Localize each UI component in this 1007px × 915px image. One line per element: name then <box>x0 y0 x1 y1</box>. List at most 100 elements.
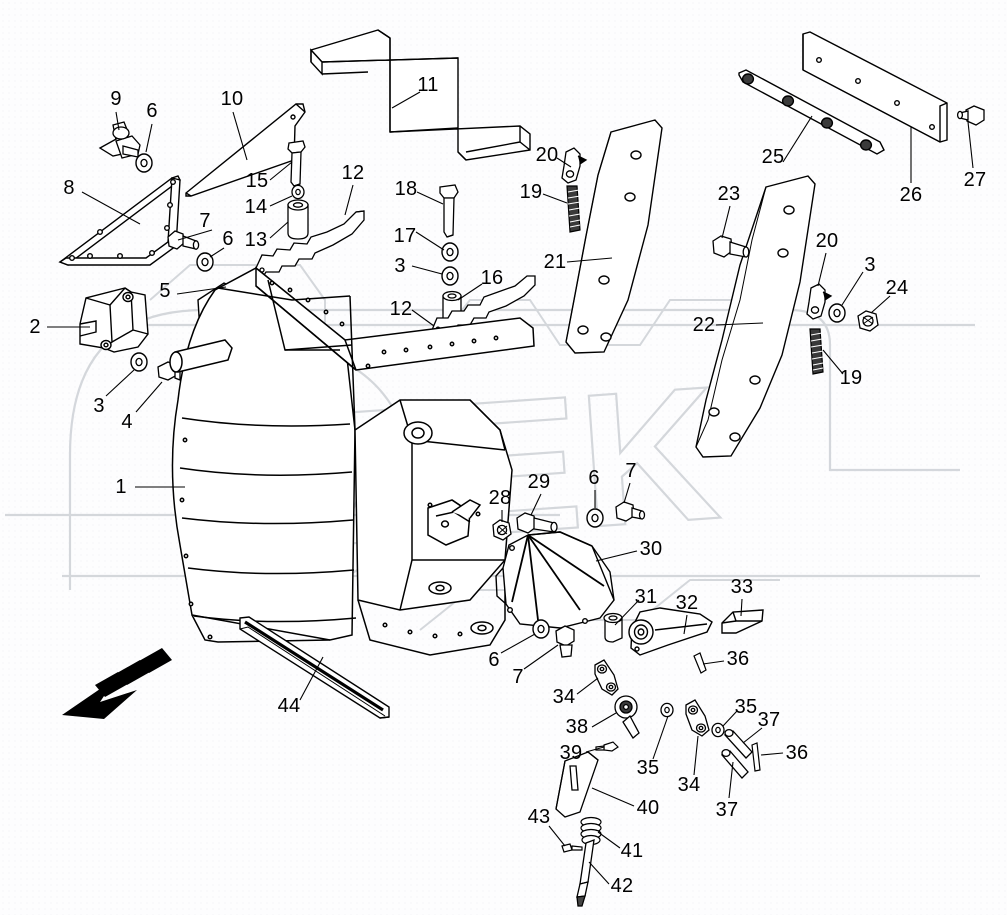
part-34-link-plate-upper <box>594 659 619 696</box>
part-42-plunger-rod <box>576 839 595 907</box>
callout-number-15: 15 <box>245 170 269 192</box>
callout-number-40: 40 <box>636 797 660 819</box>
callout-number-8: 8 <box>63 177 75 199</box>
part-22-side-plate-right <box>695 175 816 458</box>
callout-number-7: 7 <box>512 666 524 688</box>
callout-number-10: 10 <box>220 88 244 110</box>
part-31-sleeve <box>603 612 623 643</box>
part-19-tension-spring-left <box>566 185 581 233</box>
leader-lines <box>47 91 974 885</box>
part-1-drum-rotor-body <box>169 266 535 656</box>
callout-number-19: 19 <box>839 367 863 389</box>
part-21-side-plate-left <box>565 119 663 354</box>
callout-number-25: 25 <box>761 146 785 168</box>
callout-number-29: 29 <box>527 471 551 493</box>
callout-number-39: 39 <box>559 742 583 764</box>
callout-number-32: 32 <box>675 592 699 614</box>
callout-number-35: 35 <box>734 696 758 718</box>
part-3-washer-left <box>130 352 148 372</box>
callout-number-1: 1 <box>115 476 127 498</box>
callout-number-44: 44 <box>277 695 301 717</box>
callout-number-7: 7 <box>199 210 211 232</box>
part-35-washer-right <box>711 722 725 738</box>
callout-number-4: 4 <box>121 411 133 433</box>
callout-number-20: 20 <box>815 230 839 252</box>
part-40-cylinder-body <box>555 751 599 818</box>
part-6-washer-lower <box>532 619 550 639</box>
callout-number-33: 33 <box>730 576 754 598</box>
callout-number-3: 3 <box>93 395 105 417</box>
callout-number-35: 35 <box>636 757 660 779</box>
callout-number-41: 41 <box>620 840 644 862</box>
callout-number-6: 6 <box>488 649 500 671</box>
callout-number-12: 12 <box>389 298 413 320</box>
callout-number-6: 6 <box>222 228 234 250</box>
part-9-wing-nut-fitting <box>98 121 141 159</box>
callout-number-28: 28 <box>488 487 512 509</box>
callout-number-34: 34 <box>677 774 701 796</box>
callout-number-19: 19 <box>519 181 543 203</box>
callout-number-3: 3 <box>864 254 876 276</box>
callout-number-12: 12 <box>341 162 365 184</box>
callout-number-22: 22 <box>692 314 716 336</box>
travel-direction-arrow <box>62 648 172 719</box>
part-26-wear-plate <box>802 31 948 143</box>
part-37-clevis-pin-lower <box>720 748 749 779</box>
callout-number-11: 11 <box>417 74 439 96</box>
part-18-long-bolt <box>439 184 459 238</box>
callout-number-17: 17 <box>393 225 417 247</box>
part-3-washer-right <box>828 303 846 323</box>
part-10-deflector-panel <box>185 103 306 197</box>
callout-number-31: 31 <box>634 586 658 608</box>
callout-number-20: 20 <box>535 144 559 166</box>
callout-number-27: 27 <box>963 169 987 191</box>
part-11-u-frame-bar <box>309 29 531 161</box>
part-37-clevis-pin-upper <box>723 728 753 759</box>
callout-number-24: 24 <box>885 277 909 299</box>
callout-number-26: 26 <box>899 184 923 206</box>
part-2-mounting-bracket <box>79 287 149 353</box>
callout-number-43: 43 <box>527 806 551 828</box>
part-6-washer-top <box>135 153 153 173</box>
part-36-cotter-pin-lower <box>751 742 761 772</box>
callout-number-7: 7 <box>625 460 637 482</box>
callout-number-34: 34 <box>552 686 576 708</box>
part-33-pad-block <box>721 609 764 634</box>
callout-number-9: 9 <box>110 88 122 110</box>
callout-number-14: 14 <box>244 196 268 218</box>
part-3-washer-mid <box>441 266 459 286</box>
part-8-gasket-frame <box>58 175 181 266</box>
part-32-lever-arm <box>628 607 713 656</box>
callout-number-13: 13 <box>244 229 268 251</box>
callout-number-21: 21 <box>543 251 567 273</box>
callout-number-3: 3 <box>394 255 406 277</box>
part-6-washer-near-housing <box>586 508 604 528</box>
part-13-spacer-sleeve <box>287 199 309 240</box>
part-34-link-plate-lower <box>685 699 710 737</box>
part-24-lock-nut <box>857 310 879 332</box>
callout-number-30: 30 <box>639 538 663 560</box>
part-36-cotter-pin-upper <box>693 652 707 674</box>
part-20-hook-latch-right <box>806 283 833 320</box>
part-27-shoulder-bolt <box>956 105 985 126</box>
callout-number-18: 18 <box>394 178 418 200</box>
part-25-bolted-rail <box>738 69 885 155</box>
part-30-ribbed-housing <box>495 531 615 629</box>
callout-number-37: 37 <box>715 799 739 821</box>
part-17-washer <box>441 242 459 262</box>
callout-number-36: 36 <box>726 648 750 670</box>
part-44-scraper-blade <box>239 616 390 719</box>
callout-number-36: 36 <box>785 742 809 764</box>
callout-number-6: 6 <box>588 467 600 489</box>
callout-number-37: 37 <box>757 709 781 731</box>
callout-number-23: 23 <box>717 183 741 205</box>
callout-number-38: 38 <box>565 716 589 738</box>
part-28-hex-nut <box>492 519 512 541</box>
callout-number-42: 42 <box>610 875 634 897</box>
part-19-tension-spring-right <box>809 328 824 375</box>
part-29-hex-bolt <box>516 512 558 534</box>
part-7-hex-bolt-lower <box>555 625 575 658</box>
part-39-set-screw <box>595 741 619 752</box>
